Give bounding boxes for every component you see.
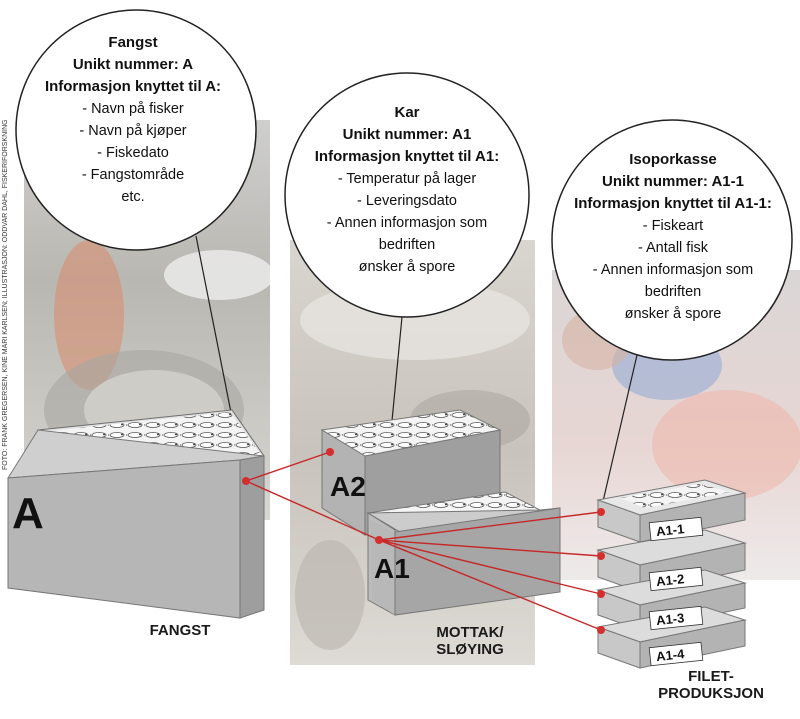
crate-a1-1 [596, 479, 747, 543]
bubble-kar: Kar Unikt nummer: A1 Informasjon knyttet… [284, 102, 530, 278]
crate-label-3: A1-3 [655, 610, 685, 628]
crate-plate-1 [648, 516, 704, 542]
bubble-isopor-item: - Fiskeart [642, 218, 704, 234]
stage-label-mottak-line1: MOTTAK/ [436, 624, 504, 641]
bubble-fangst-item: - Fangstområde [81, 167, 185, 183]
bubble-isopor-info: Informasjon knyttet til A1-1: [574, 195, 772, 212]
crate-label-1: A1-1 [655, 521, 685, 539]
crate-plate-4 [648, 641, 704, 667]
stage-label-filet-line2: PRODUKSJON [658, 685, 764, 702]
stage-label-filet: FILET- PRODUKSJON [656, 668, 766, 702]
bubble-fangst: Fangst Unikt nummer: A Informasjon knytt… [33, 32, 233, 208]
box-a1-label: A1 [374, 553, 410, 584]
bubble-isopor-item: - Annen informasjon som [592, 262, 754, 278]
crate-plate-2 [648, 566, 704, 592]
box-a2-label: A2 [330, 471, 366, 502]
bubble-kar-title: Kar [394, 104, 420, 121]
stage-label-fangst: FANGST [130, 622, 230, 639]
bubble-fangst-item: etc. [121, 189, 145, 205]
bubble-fangst-item: - Navn på kjøper [79, 123, 187, 139]
link-dots [242, 448, 605, 634]
bubble-kar-circle [284, 72, 530, 318]
box-a1 [366, 491, 561, 616]
bubble-isopor: Isoporkasse Unikt nummer: A1-1 Informasj… [550, 149, 796, 325]
bubble-fangst-circle [15, 9, 257, 251]
bubble-isopor-item: ønsker å spore [624, 306, 722, 322]
bubble-fangst-title: Fangst [108, 34, 158, 51]
crate-label-2: A1-2 [655, 571, 685, 589]
crate-plate-3 [648, 605, 704, 631]
bubble-kar-info: Informasjon knyttet til A1: [314, 148, 500, 165]
stage-label-mottak: MOTTAK/ SLØYING [415, 624, 525, 658]
bubble-fangst-id: Unikt nummer: A [72, 56, 194, 73]
box-a-label: A [12, 489, 44, 538]
crate-label-4: A1-4 [655, 646, 685, 664]
bubble-isopor-title: Isoporkasse [629, 151, 717, 168]
stage-label-mottak-line2: SLØYING [436, 641, 504, 658]
bubble-kar-item: bedriften [378, 237, 436, 253]
stage-label-fangst-text: FANGST [149, 622, 211, 639]
link-lines [245, 451, 602, 631]
bubble-fangst-item: - Navn på fisker [82, 101, 184, 117]
box-a [7, 409, 265, 619]
bubble-isopor-item: bedriften [644, 284, 702, 300]
bubble-kar-item: ønsker å spore [358, 259, 456, 275]
bubble-kar-id: Unikt nummer: A1 [342, 126, 472, 143]
bubble-kar-item: - Temperatur på lager [337, 171, 477, 187]
bubble-isopor-id: Unikt nummer: A1-1 [602, 173, 744, 190]
bubble-kar-item: - Annen informasjon som [326, 215, 488, 231]
bubble-isopor-item: - Antall fisk [637, 240, 709, 256]
bubble-fangst-item: - Fiskedato [97, 145, 169, 161]
bubble-isopor-circle [551, 119, 793, 361]
stage-label-filet-line1: FILET- [688, 668, 734, 685]
bubble-fangst-info: Informasjon knyttet til A: [44, 78, 222, 95]
photo-credit-text: FOTO: FRANK GREGERSEN, KINE MARI KARLSEN… [2, 119, 9, 470]
pointer-isopor [600, 354, 638, 511]
bubble-kar-item: - Leveringsdato [357, 193, 457, 209]
